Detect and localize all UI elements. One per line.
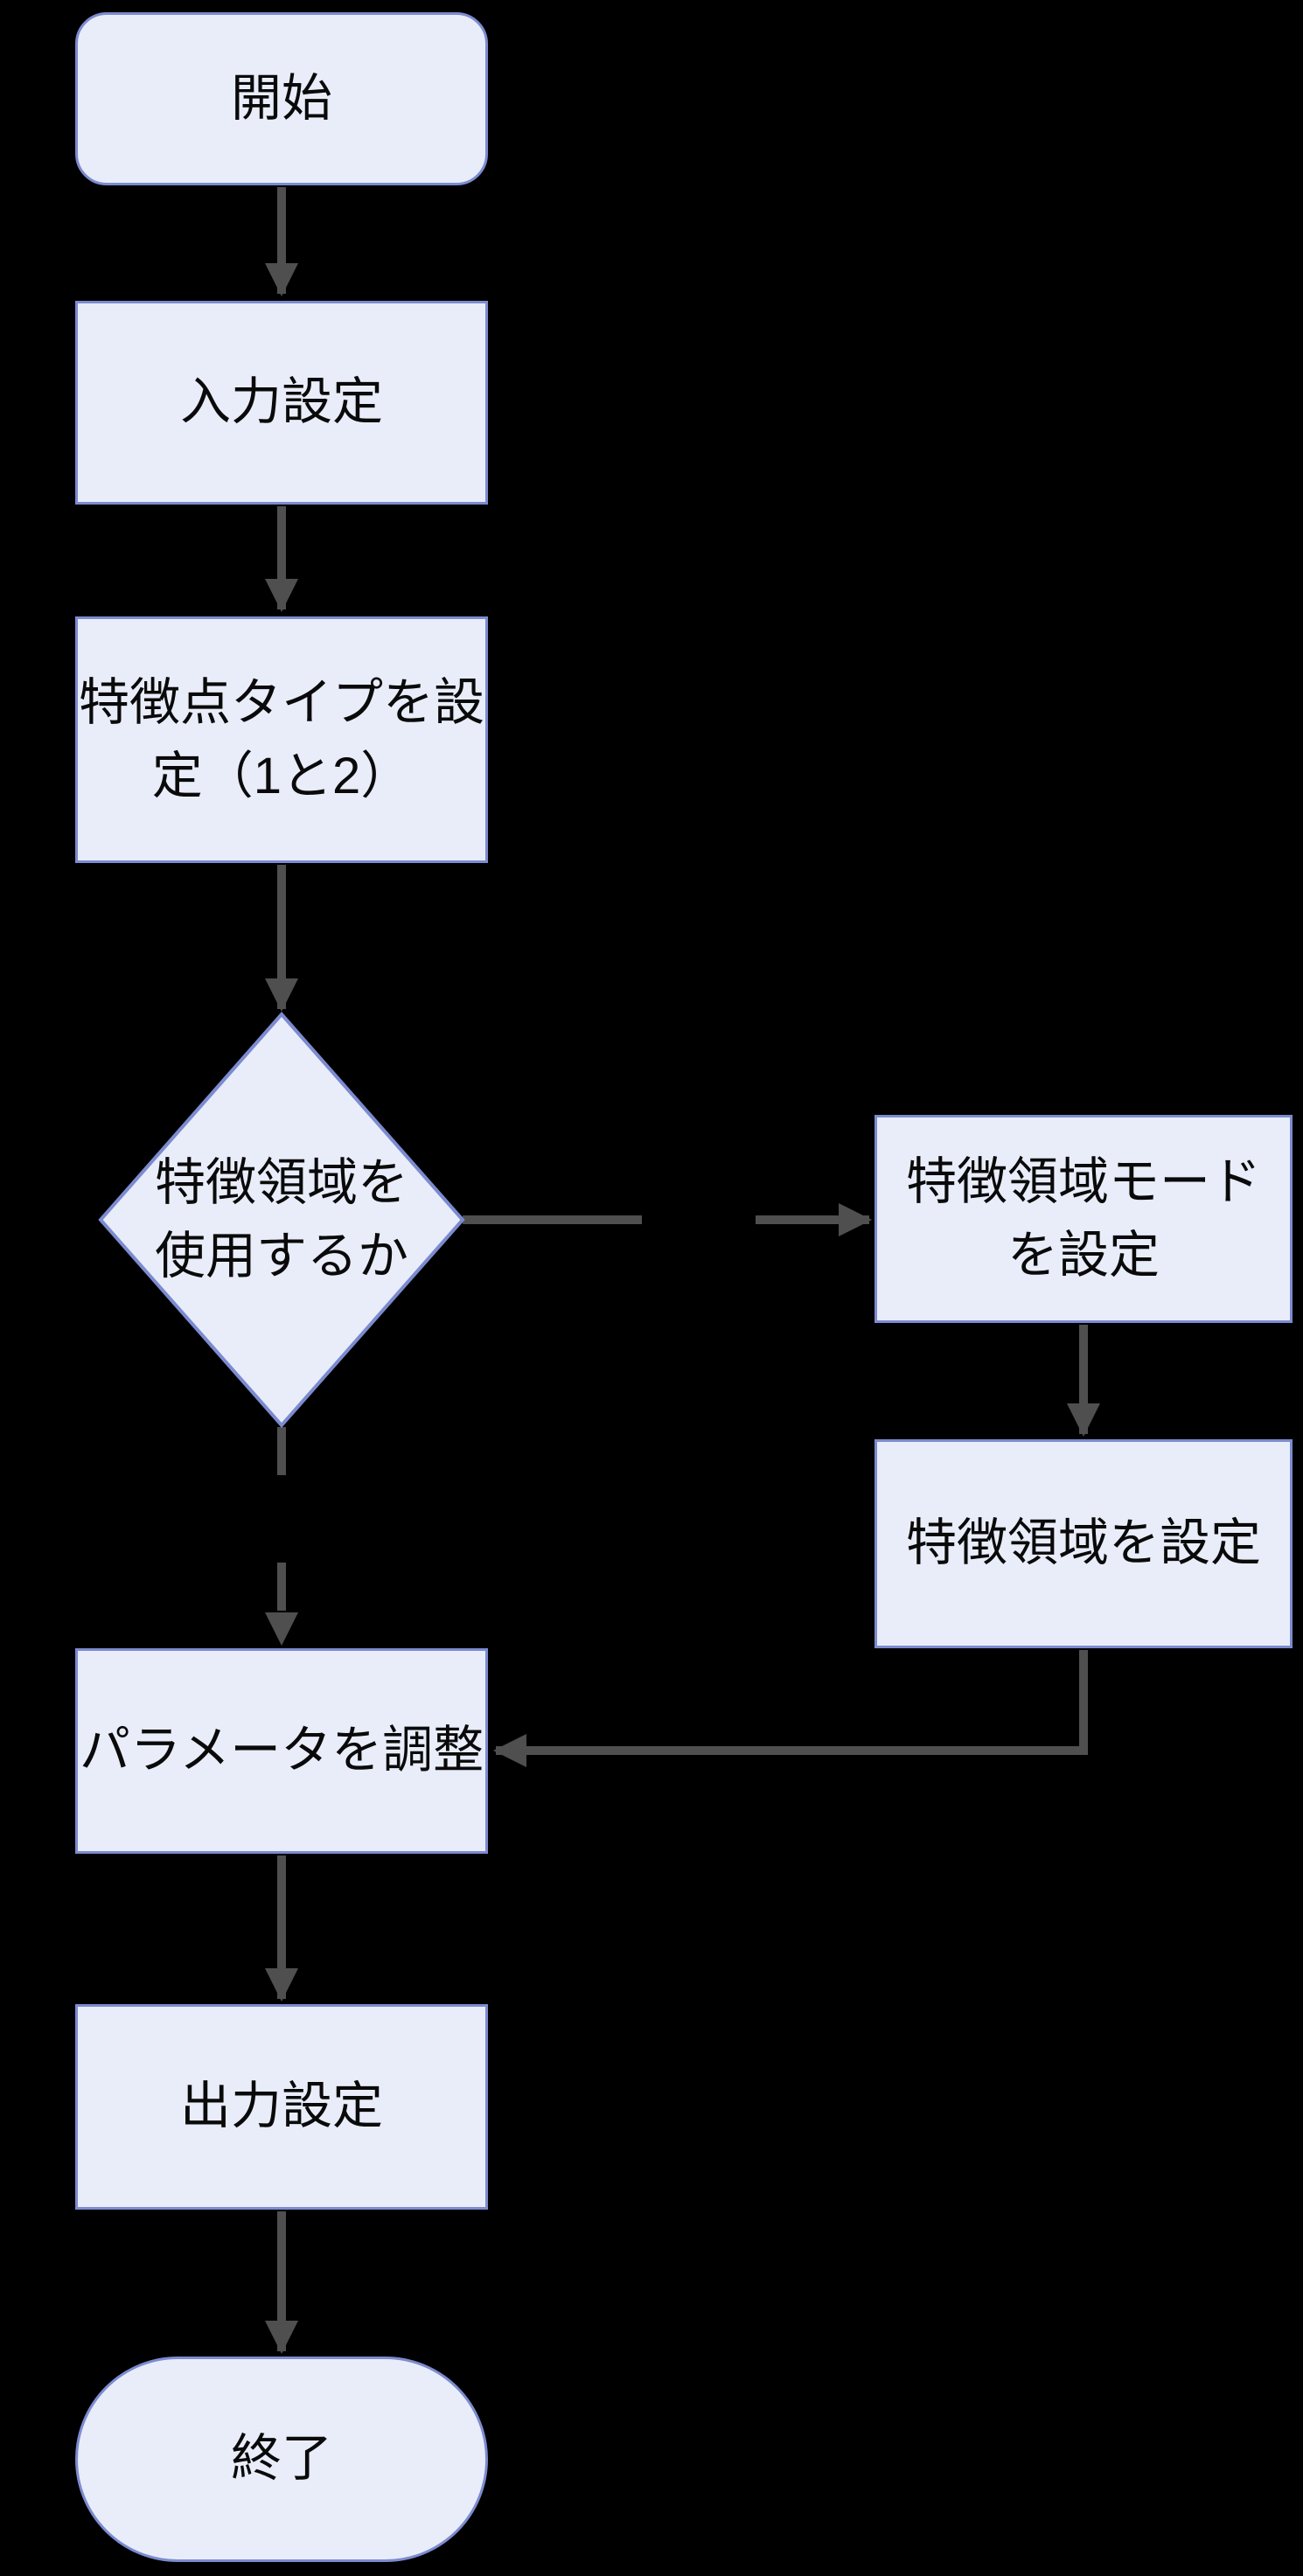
flow-node-feature-point-type: 特徴点タイプを設 定（1と2） xyxy=(75,616,488,863)
flow-node-start: 開始 xyxy=(75,12,488,185)
decision-diamond-shape xyxy=(98,1011,465,1429)
flow-node-input-settings-label: 入力設定 xyxy=(179,373,383,431)
flow-node-output-settings-label: 出力設定 xyxy=(179,2078,383,2135)
edge-region-set-to-adjust-parameters xyxy=(492,1650,1088,1767)
flow-node-set-feature-region: 特徴領域を設定 xyxy=(874,1439,1293,1648)
flow-node-input-settings: 入力設定 xyxy=(75,301,488,505)
flow-node-adjust-parameters: パラメータを調整 xyxy=(75,1648,488,1854)
flow-node-end-label: 終了 xyxy=(230,2430,332,2488)
flow-node-use-feature-region-label: 特徴領域を 使用するか xyxy=(154,1153,408,1285)
flow-node-start-label: 開始 xyxy=(230,69,332,127)
flow-node-feature-point-type-label: 特徴点タイプを設 定（1と2） xyxy=(78,673,484,804)
flow-node-adjust-parameters-label: パラメータを調整 xyxy=(79,1722,484,1779)
flow-node-feature-region-mode-label: 特徴領域モード を設定 xyxy=(905,1152,1261,1284)
flow-node-use-feature-region: 特徴領域を 使用するか xyxy=(97,1011,466,1429)
flow-node-set-feature-region-label: 特徴領域を設定 xyxy=(905,1514,1261,1572)
flow-node-output-settings: 出力設定 xyxy=(75,2004,488,2210)
flow-node-feature-region-mode: 特徴領域モード を設定 xyxy=(874,1115,1293,1323)
flow-node-end: 終了 xyxy=(75,2357,488,2562)
